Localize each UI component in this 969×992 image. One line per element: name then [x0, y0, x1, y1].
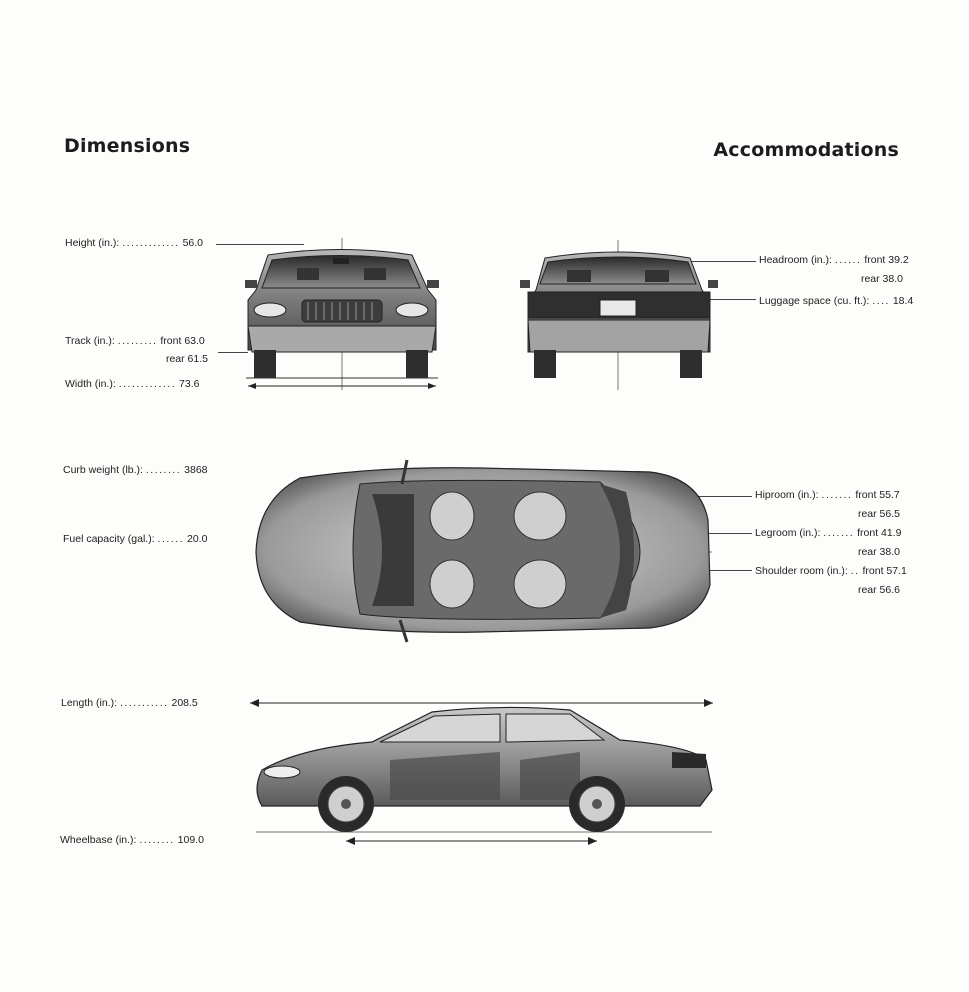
height-spec: Height (in.): ............. 56.0 — [65, 234, 203, 253]
curb-weight-spec: Curb weight (lb.): ........ 3868 — [63, 461, 208, 480]
fuel-capacity-label: Fuel capacity (gal.): — [63, 533, 155, 545]
shoulder-dots: .. — [850, 565, 860, 577]
headroom-front: front 39.2 — [864, 254, 909, 266]
accommodations-heading: Accommodations — [713, 139, 899, 161]
shoulder-rear: rear 56.6 — [857, 584, 900, 596]
height-label: Height (in.): — [65, 237, 120, 249]
luggage-value: 18.4 — [892, 295, 914, 307]
fuel-capacity-value: 20.0 — [186, 533, 208, 545]
fuel-capacity-spec: Fuel capacity (gal.): ...... 20.0 — [63, 530, 207, 549]
width-value: 73.6 — [179, 378, 200, 390]
headroom-spec: Headroom (in.): ...... front 39.2 — [759, 251, 909, 270]
headroom-label: Headroom (in.): — [759, 254, 832, 266]
length-spec: Length (in.): ........... 208.5 — [61, 694, 198, 713]
headroom-rear: rear 38.0 — [860, 273, 903, 285]
length-label: Length (in.): — [61, 697, 118, 709]
car-side-view — [250, 699, 713, 845]
track-spec: Track (in.): ......... front 63.0 — [65, 332, 205, 351]
legroom-spec: Legroom (in.): ....... front 41.9 — [755, 524, 902, 543]
car-top-view — [255, 459, 712, 643]
luggage-dots: .... — [872, 295, 890, 307]
wheelbase-dots: ........ — [139, 834, 175, 846]
hiproom-spec: Hiproom (in.): ....... front 55.7 — [755, 486, 900, 505]
car-rear-view — [520, 240, 718, 390]
legroom-dots: ....... — [823, 527, 855, 539]
width-spec: Width (in.): ............. 73.6 — [65, 375, 199, 394]
track-leader — [218, 352, 248, 353]
width-label: Width (in.): — [65, 378, 116, 390]
track-front: front 63.0 — [160, 335, 205, 347]
track-label: Track (in.): — [65, 335, 115, 347]
luggage-spec: Luggage space (cu. ft.): .... 18.4 — [759, 292, 913, 311]
wheelbase-label: Wheelbase (in.): — [60, 834, 137, 846]
curb-weight-value: 3868 — [184, 464, 208, 476]
length-value: 208.5 — [171, 697, 198, 709]
shoulder-spec: Shoulder room (in.): .. front 57.1 — [755, 562, 907, 581]
track-rear: rear 61.5 — [165, 353, 208, 365]
legroom-rear: rear 38.0 — [857, 546, 900, 558]
curb-weight-label: Curb weight (lb.): — [63, 464, 143, 476]
width-dots: ............. — [118, 378, 177, 390]
track-dots: ......... — [117, 335, 158, 347]
headroom-dots: ...... — [834, 254, 862, 266]
wheelbase-spec: Wheelbase (in.): ........ 109.0 — [60, 831, 204, 850]
legroom-label: Legroom (in.): — [755, 527, 821, 539]
curb-weight-dots: ........ — [145, 464, 182, 476]
length-dots: ........... — [119, 697, 169, 709]
hiproom-dots: ....... — [821, 489, 853, 501]
shoulder-leader — [690, 570, 752, 571]
luggage-label: Luggage space (cu. ft.): — [759, 295, 870, 307]
hiproom-rear: rear 56.5 — [857, 508, 900, 520]
height-value: 56.0 — [182, 237, 203, 249]
luggage-leader — [700, 299, 756, 300]
dimensions-heading: Dimensions — [64, 135, 191, 157]
hiproom-label: Hiproom (in.): — [755, 489, 819, 501]
headroom-leader — [664, 261, 756, 262]
shoulder-front: front 57.1 — [862, 565, 907, 577]
fuel-capacity-dots: ...... — [157, 533, 185, 545]
height-dots: ............. — [122, 237, 180, 249]
hiproom-front: front 55.7 — [855, 489, 900, 501]
legroom-front: front 41.9 — [857, 527, 902, 539]
hiproom-leader — [690, 496, 752, 497]
car-front-view — [245, 238, 439, 390]
height-leader — [216, 244, 304, 245]
wheelbase-value: 109.0 — [177, 834, 204, 846]
shoulder-label: Shoulder room (in.): — [755, 565, 848, 577]
